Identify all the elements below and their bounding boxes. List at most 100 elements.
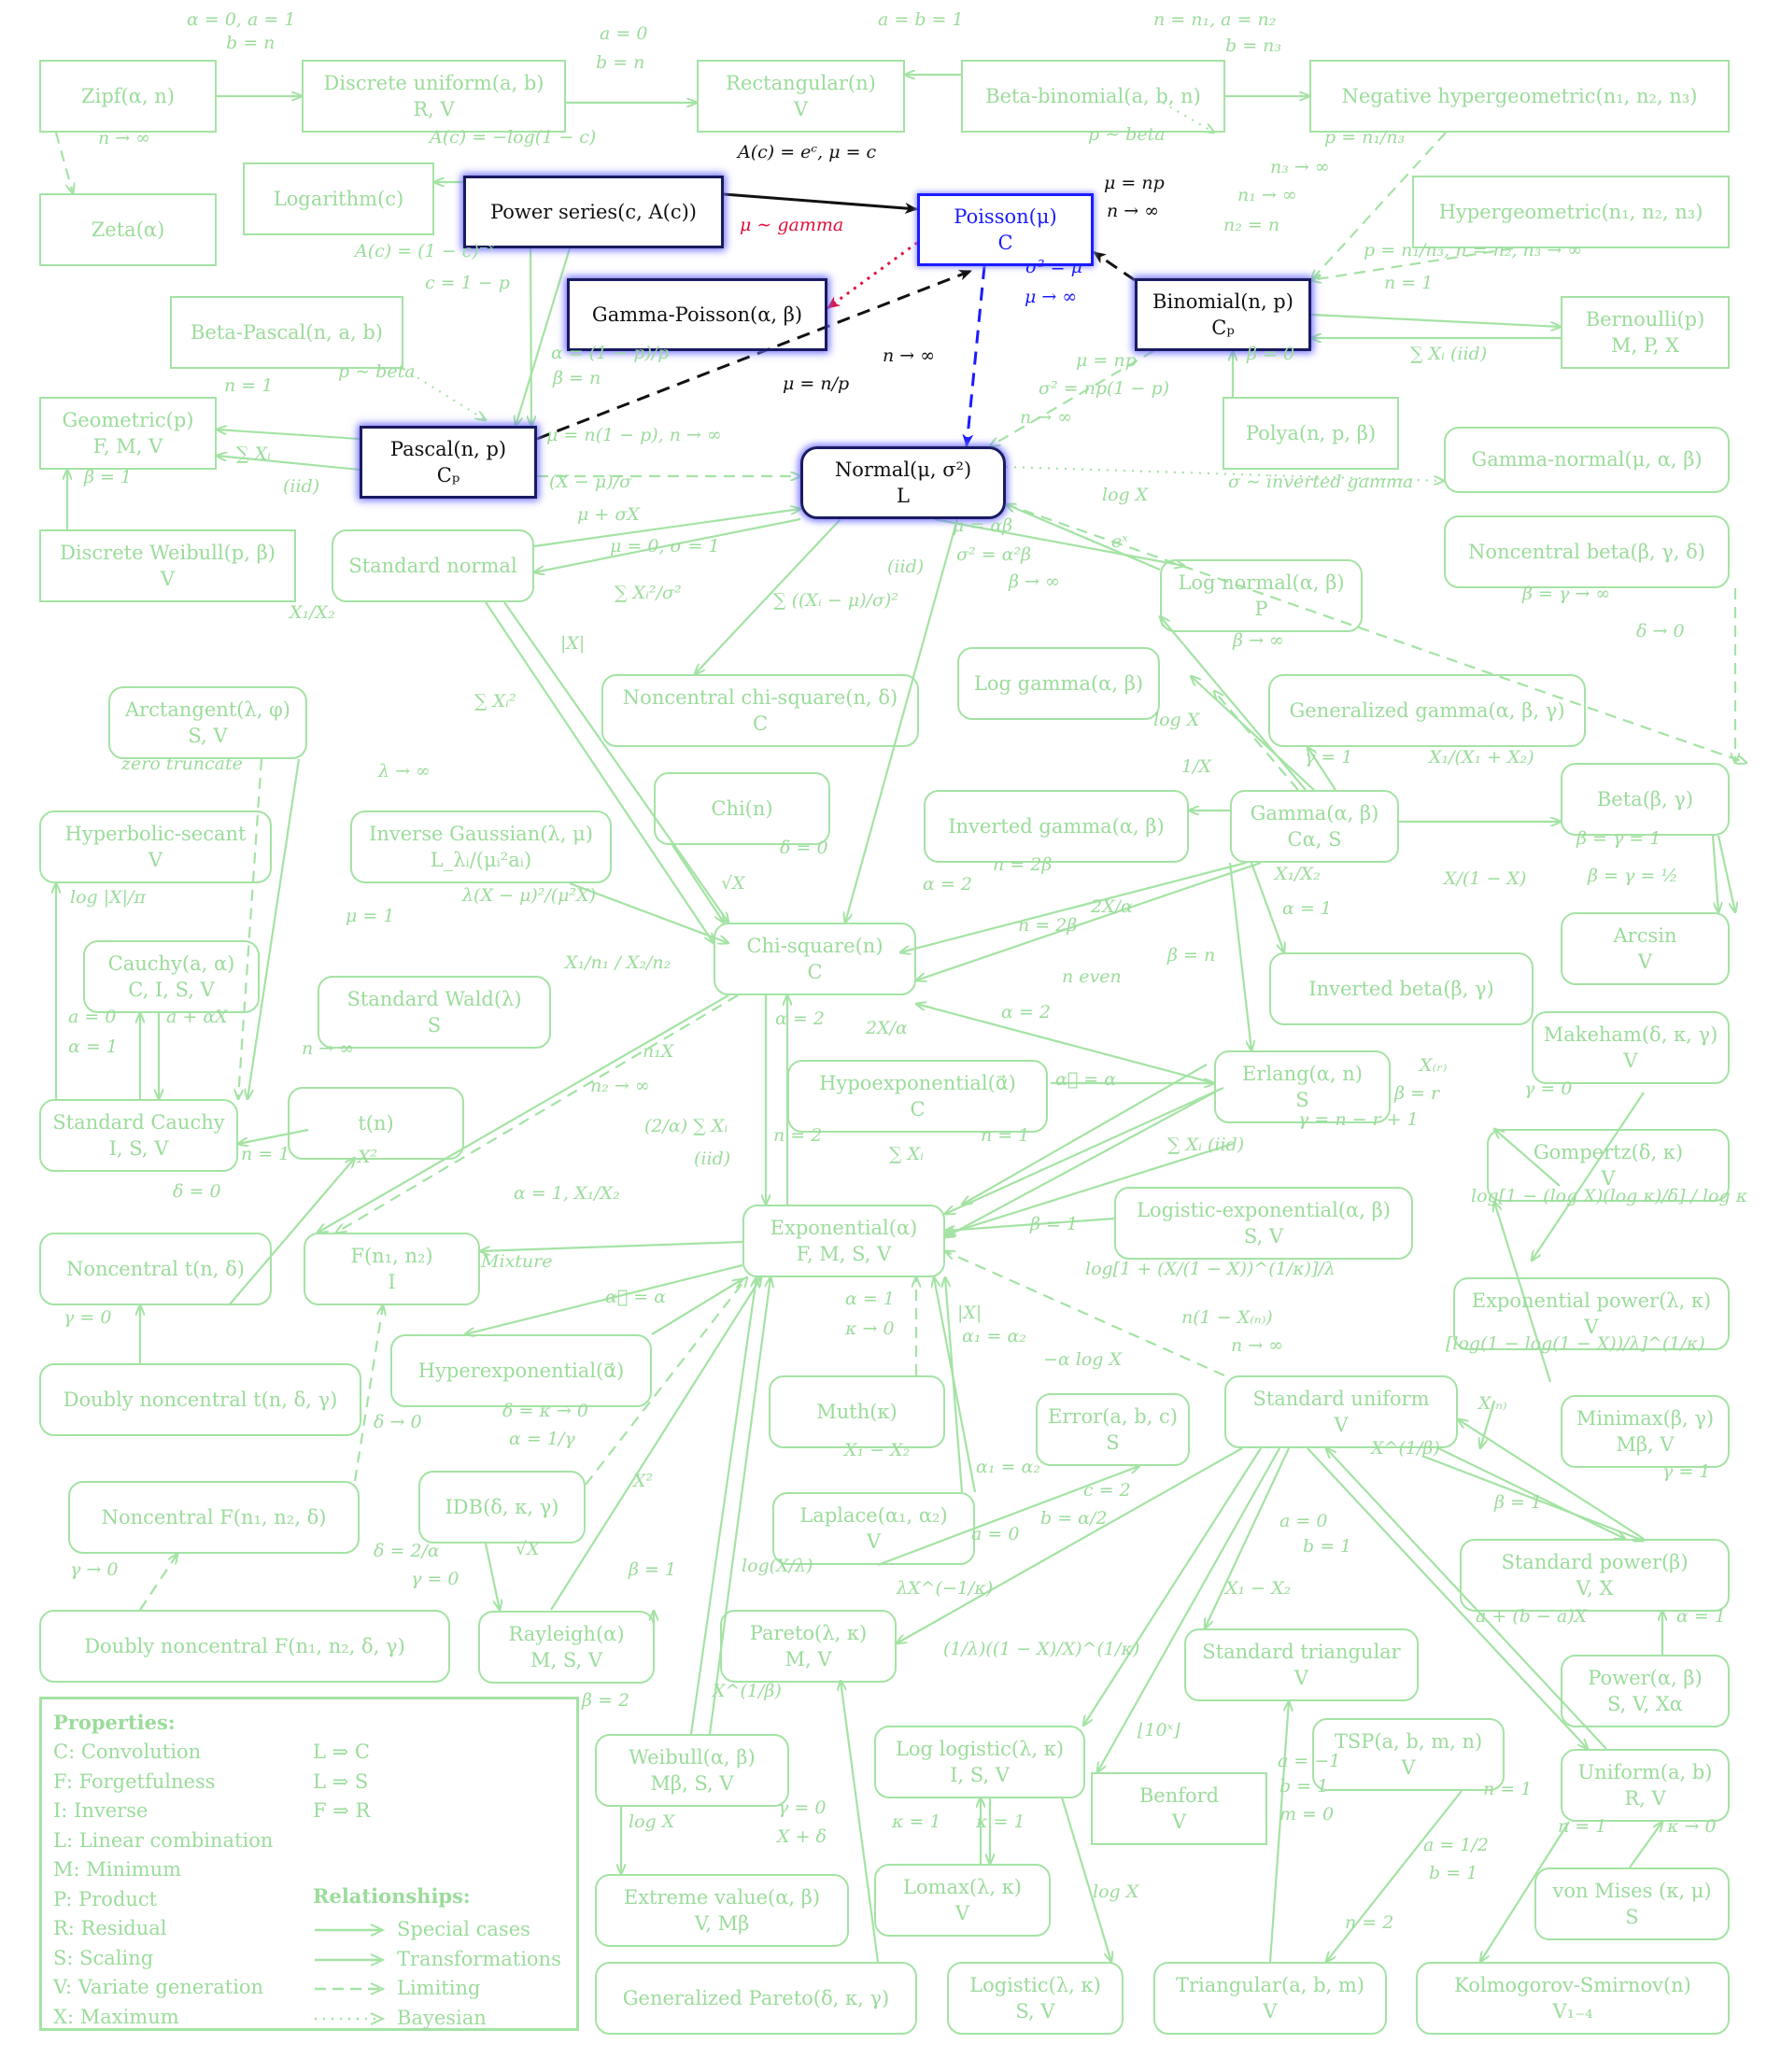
node-name: Erlang(α, n) <box>1241 1062 1363 1085</box>
node-discrete-weibull: Discrete Weibull(p, β)V <box>39 529 296 602</box>
node-discrete-uniform: Discrete uniform(a, b)R, V <box>302 60 566 133</box>
node-name: Beta(β, γ) <box>1596 787 1694 810</box>
edge-38 <box>1214 691 1299 791</box>
node-name: Chi(n) <box>711 796 773 820</box>
legend-relationship-item: Special cases <box>397 1918 530 1940</box>
edge-63 <box>962 1064 1208 1205</box>
node-hypoexponential: Hypoexponential(α⃗)C <box>787 1060 1048 1133</box>
node-properties: V <box>1171 1811 1187 1833</box>
edge-label: α₁ = α₂ <box>962 1326 1026 1346</box>
edge-label: b = 1 <box>1279 1776 1329 1797</box>
edge-label: μ = αβ <box>953 515 1013 536</box>
edge-48 <box>671 844 724 923</box>
edge-label: b = α/2 <box>1040 1508 1108 1529</box>
edge-label: n₂ → ∞ <box>590 1076 650 1096</box>
node-beta-pascal: Beta-Pascal(n, a, b) <box>170 296 403 369</box>
node-name: Generalized gamma(α, β, γ) <box>1289 698 1565 722</box>
node-logistic-exponential: Logistic-exponential(α, β)S, V <box>1114 1187 1413 1260</box>
edge-label: a = −1 <box>1278 1751 1341 1771</box>
node-power-series: Power series(c, A(c)) <box>463 176 724 248</box>
edge-label: X₁/X₂ <box>1275 864 1321 884</box>
node-properties: I, S, V <box>950 1764 1010 1786</box>
edge-92 <box>1083 1447 1262 1726</box>
edge-label: a + (b − a)X <box>1476 1606 1588 1627</box>
node-name: Hyperbolic-secant <box>64 822 247 845</box>
edge-label: μ = 1 <box>346 906 395 926</box>
edge-label: ⌊10ˣ⌋ <box>1138 1720 1180 1741</box>
edge-label: ∑ Xᵢ <box>889 1144 924 1164</box>
node-name: Noncentral t(n, δ) <box>66 1257 245 1280</box>
node-name: Lomax(λ, κ) <box>902 1875 1023 1898</box>
node-name: Gompertz(δ, κ) <box>1533 1140 1684 1163</box>
edge-label: α = (1 − p)/p <box>551 343 670 363</box>
edge-label: eˣ <box>1111 531 1128 552</box>
node-hyperexponential: Hyperexponential(α⃗) <box>390 1334 652 1407</box>
node-log-gamma: Log gamma(α, β) <box>957 647 1160 720</box>
node-extreme-value: Extreme value(α, β)V, Mβ <box>595 1874 849 1947</box>
node-name: Log normal(α, β) <box>1178 571 1345 594</box>
node-name: Geometric(p) <box>62 408 194 431</box>
node-beta: Beta(β, γ) <box>1561 763 1730 836</box>
edge-label: p ∼ beta <box>1088 124 1166 145</box>
node-properties: V <box>793 98 809 120</box>
node-properties: V <box>1637 951 1653 973</box>
edge-97 <box>1423 1455 1644 1541</box>
edge-label: X² <box>358 1147 378 1167</box>
node-properties: V <box>1263 2000 1278 2023</box>
edge-label: (iid) <box>887 557 925 577</box>
edge-label: n = 1 <box>241 1144 290 1164</box>
node-doubly-noncentral-t: Doubly noncentral t(n, δ, γ) <box>39 1363 361 1436</box>
edge-label: β = 1 <box>1030 1214 1079 1234</box>
edge-label: X₍ₙ₎ <box>1478 1393 1507 1414</box>
node-properties: P <box>1254 598 1268 620</box>
edge-11 <box>827 241 918 310</box>
node-normal: Normal(μ, σ²)L <box>800 446 1006 519</box>
edge-label: n → ∞ <box>1231 1335 1284 1356</box>
edge-label: μ → ∞ <box>1025 287 1078 307</box>
node-power: Power(α, β)S, V, Xα <box>1561 1655 1730 1727</box>
edge-label: α = 1/γ <box>509 1429 575 1449</box>
node-properties: Mβ, V <box>1616 1433 1675 1456</box>
edge-72 <box>465 1263 743 1334</box>
edge-label: log X <box>1093 1882 1139 1902</box>
edge-29 <box>1006 504 1161 571</box>
node-properties: V₁₋₄ <box>1552 2000 1593 2023</box>
node-noncentral-beta: Noncentral beta(β, γ, δ) <box>1444 515 1730 588</box>
node-bernoulli: Bernoulli(p)M, P, X <box>1561 296 1730 369</box>
edge-label: γ = 1 <box>1662 1461 1711 1482</box>
edge-label: log(X/λ) <box>742 1556 813 1576</box>
node-name: Noncentral F(n₁, n₂, δ) <box>101 1505 327 1529</box>
edge-106 <box>1480 1821 1570 1962</box>
edge-label: |X| <box>957 1303 982 1323</box>
node-properties: Cₚ <box>1211 317 1235 339</box>
node-name: Rayleigh(α) <box>508 1622 625 1645</box>
edge-label: b = n₃ <box>1225 35 1282 56</box>
edge-label: α = 1 <box>1676 1606 1726 1627</box>
edge-42 <box>900 861 1247 952</box>
legend-line-0 <box>315 1924 386 1937</box>
edge-label: a = 0 <box>1279 1511 1328 1531</box>
node-gompertz: Gompertz(δ, κ)V <box>1487 1129 1730 1202</box>
node-gamma: Gamma(α, β)Cα, S <box>1230 790 1399 863</box>
edge-label: 2X/α <box>1091 896 1133 917</box>
edge-label: n = n₁, a = n₂ <box>1153 9 1277 30</box>
node-rectangular: Rectangular(n)V <box>697 60 905 133</box>
edge-9 <box>1311 247 1514 280</box>
node-properties: I <box>388 1271 396 1293</box>
edge-label: β = γ = ½ <box>1588 866 1678 886</box>
edge-label: ∑ ((Xᵢ − μ)/σ)² <box>773 590 898 611</box>
edge-77 <box>934 1277 977 1493</box>
edge-94 <box>1205 1447 1290 1628</box>
edge-80 <box>585 1277 747 1486</box>
node-name: Pareto(λ, κ) <box>749 1621 868 1644</box>
node-name: Makeham(δ, κ, γ) <box>1543 1022 1718 1046</box>
edge-10 <box>1093 250 1136 282</box>
edge-label: μ + σX <box>577 504 640 525</box>
edge-label: n₃ → ∞ <box>1270 157 1330 177</box>
edge-label: γ = 0 <box>411 1569 459 1589</box>
node-name: Hyperexponential(α⃗) <box>417 1359 625 1382</box>
edge-label: (iid) <box>694 1149 731 1169</box>
